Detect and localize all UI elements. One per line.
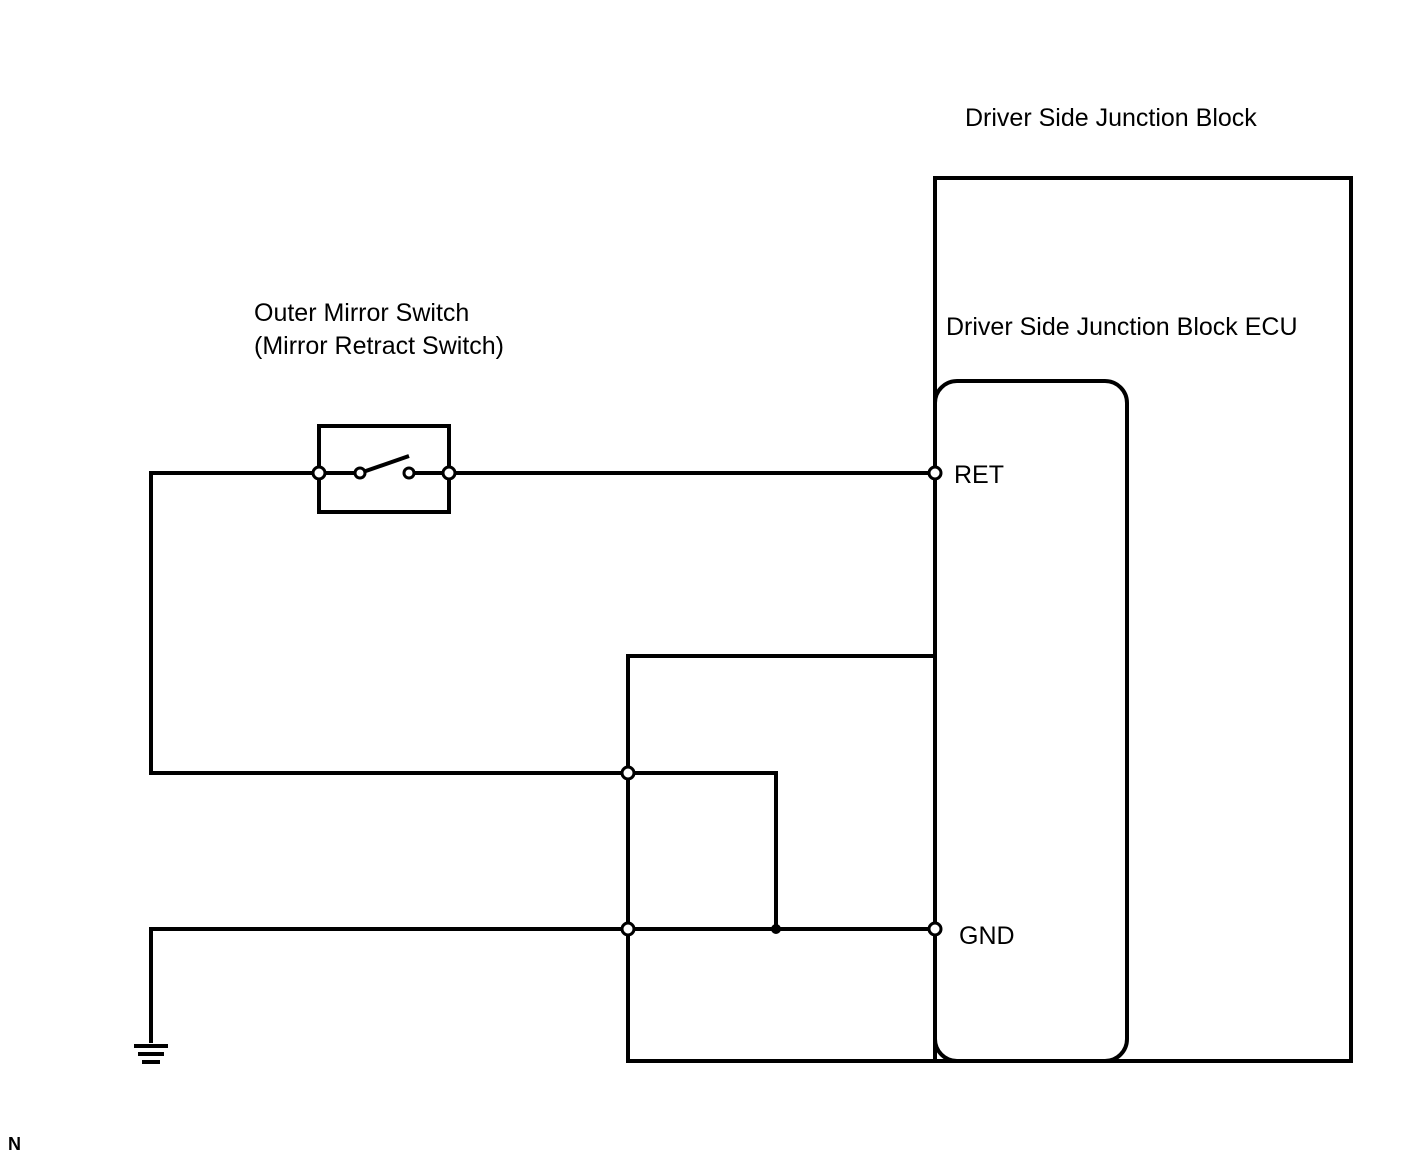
ground-icon — [134, 1044, 168, 1064]
gnd-terminal — [927, 921, 943, 937]
wire-branch — [628, 771, 778, 929]
wire-switch-left — [149, 471, 628, 775]
ecu-label: Driver Side Junction Block ECU — [946, 313, 1298, 341]
splice-dot — [771, 924, 781, 934]
ret-terminal — [927, 465, 943, 481]
switch-label-line1: Outer Mirror Switch — [254, 299, 469, 327]
corner-code: N — [8, 1134, 21, 1154]
junction-block-label: Driver Side Junction Block — [965, 104, 1257, 132]
node-lower — [620, 921, 636, 937]
switch-label-line2: (Mirror Retract Switch) — [254, 332, 504, 360]
mirror-retract-switch — [311, 424, 457, 514]
wire-ecu-loop — [626, 654, 935, 1063]
node-upper — [620, 765, 636, 781]
wire-gnd — [149, 927, 935, 1043]
ecu-box — [933, 379, 1129, 1063]
ret-label: RET — [954, 461, 1004, 489]
gnd-label: GND — [959, 922, 1015, 950]
